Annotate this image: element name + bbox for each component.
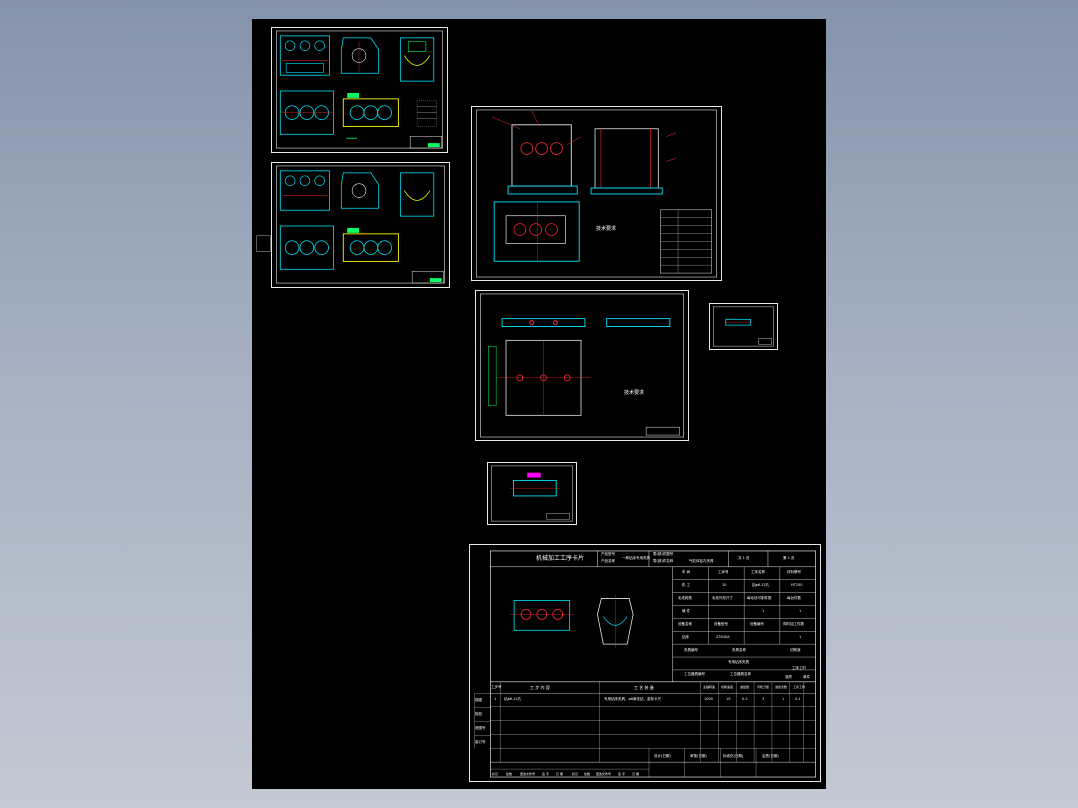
footer-count-1: 处数 — [506, 772, 513, 776]
footer-change-doc-1: 更改文件号 — [520, 772, 536, 776]
part-drawing-sheet-1-geometry — [276, 30, 443, 149]
spindle-label: 主轴转速 — [703, 685, 716, 689]
workshop-value: 机 工 — [682, 583, 691, 587]
feed-label: 进给量 — [740, 685, 750, 689]
footer-date-2: 日 期 — [632, 772, 639, 776]
drilling-plate-tech-note: 技术要求 — [624, 390, 645, 396]
equipment-label: 工 艺 装 备 — [634, 685, 654, 690]
station-tool-name-label: 工位器具名称 — [730, 672, 751, 676]
parts-per-value: 1 — [799, 609, 802, 613]
workshop-label: 车 间 — [682, 570, 691, 574]
blank-type-value: 铸 件 — [682, 609, 691, 613]
speed-label: 切削速度 — [721, 685, 734, 689]
blank-size-label: 毛坯外形尺寸 — [712, 596, 733, 600]
page-number: 第 1 页 — [783, 556, 795, 560]
fixture-no-label: 夹具编号 — [684, 648, 698, 652]
side-label-binding: 装订号 — [475, 740, 486, 744]
process-name-value: 钻φ6-12孔 — [752, 583, 770, 587]
total-pages: 共 1 页 — [738, 556, 750, 560]
bushing-detail-geometry — [713, 306, 774, 347]
fixture-assembly-geometry — [476, 109, 717, 278]
blank-type-label: 毛坯种类 — [678, 596, 692, 600]
blanks-per-label: 每毛坯可制件数 — [747, 596, 772, 600]
simul-label: 同时加工件数 — [783, 622, 804, 626]
step-content-label: 工 步 内 容 — [530, 685, 550, 690]
row-equipment: 专用钻床夹具、φ6麻花钻、游标卡尺 — [604, 697, 662, 701]
drill-plate-sheet[interactable]: 技术要求 — [475, 290, 689, 441]
fixture-name-value: 专用钻床夹具 — [728, 660, 749, 664]
row-passes: 1 — [782, 697, 785, 701]
footer-review: 审核(日期) — [690, 754, 707, 758]
simul-value: 1 — [799, 635, 802, 639]
side-label-trace: 描图 — [475, 698, 482, 702]
footer-mark-2: 标记 — [572, 772, 579, 776]
side-label-base-drawing: 底图号 — [475, 726, 486, 730]
footer-standard: 标准化(日期) — [723, 754, 744, 758]
part-drawing-sheet-2[interactable] — [256, 162, 450, 288]
material-value: HT250 — [791, 583, 803, 587]
part-name-value: 气缸体钻孔夹具 — [689, 559, 714, 563]
passes-label: 进给次数 — [775, 685, 788, 689]
side-label-trace-check: 描校 — [475, 712, 482, 716]
locating-pin-sheet[interactable] — [487, 462, 577, 525]
equip-name-value: 钻床 — [682, 635, 689, 639]
card-title: 机械加工工序卡片 — [536, 555, 585, 562]
fixture-name-label: 夹具名称 — [732, 648, 746, 652]
row-step-no: 1 — [494, 697, 497, 701]
quasi-label: 准终 — [785, 675, 792, 679]
assembly-tech-note: 技术要求 — [596, 226, 617, 232]
row-spindle: 1000 — [704, 697, 713, 701]
cad-model-space[interactable]: 技术要求 技术要求 — [252, 19, 826, 789]
equip-name-label: 设备名称 — [678, 622, 692, 626]
row-feed: 0.2 — [742, 697, 748, 701]
equip-model-value: Z3040A — [716, 635, 730, 639]
part-name-label: 零(部)件名称 — [653, 559, 674, 563]
step-no-label: 工步号 — [491, 685, 502, 689]
row-content: 钻φ6-12孔 — [504, 697, 522, 701]
process-card-grid — [474, 550, 816, 778]
locating-pin-geometry — [491, 465, 573, 522]
coolant-label: 切削液 — [790, 648, 801, 652]
fixture-assembly-sheet[interactable]: 技术要求 — [471, 106, 722, 281]
row-speed: 19 — [726, 697, 731, 701]
footer-sign-1: 签 字 — [542, 772, 549, 776]
footer-mark-1: 标记 — [492, 772, 499, 776]
time-label: 工序工时 — [792, 666, 806, 670]
material-label: 材料牌号 — [787, 570, 801, 574]
part-drawing-label: 零(部)件图号 — [653, 552, 674, 556]
step-time-label: 工步工时 — [793, 685, 806, 689]
equip-no-label: 设备编号 — [750, 622, 764, 626]
footer-count-2: 处数 — [584, 772, 591, 776]
product-name-value: 一种钻床专用夹具 — [622, 556, 650, 560]
process-no-label: 工序号 — [718, 570, 729, 574]
product-name-label: 产品名称 — [601, 559, 615, 563]
blanks-per-value: 1 — [762, 609, 765, 613]
process-name-label: 工序名称 — [751, 570, 765, 574]
bushing-detail-sheet[interactable] — [709, 303, 778, 350]
process-no-value: 10 — [722, 583, 727, 587]
product-model-label: 产品型号 — [601, 552, 615, 556]
equip-model-label: 设备型号 — [714, 622, 728, 626]
process-card-sheet[interactable]: 机械加工工序卡片 产品型号 产品名称 一种钻床专用夹具 零(部)件图号 零(部)… — [469, 544, 821, 782]
unit-label: 单件 — [803, 675, 810, 679]
station-tool-no-label: 工位器具编号 — [684, 672, 705, 676]
part-drawing-sheet-1[interactable] — [271, 27, 448, 153]
parts-per-label: 每台件数 — [787, 596, 801, 600]
footer-countersign: 会签(日期) — [762, 754, 779, 758]
footer-date-1: 日 期 — [556, 772, 563, 776]
footer-design: 设计(日期) — [654, 754, 671, 758]
part-drawing-sheet-2-geometry — [256, 165, 445, 284]
drill-plate-geometry — [480, 293, 684, 438]
row-time: 0.1 — [795, 697, 801, 701]
row-depth: 3 — [762, 697, 765, 701]
footer-sign-2: 签 字 — [618, 772, 625, 776]
depth-label: 背吃刀量 — [757, 685, 770, 689]
footer-change-doc-2: 更改文件号 — [596, 772, 612, 776]
